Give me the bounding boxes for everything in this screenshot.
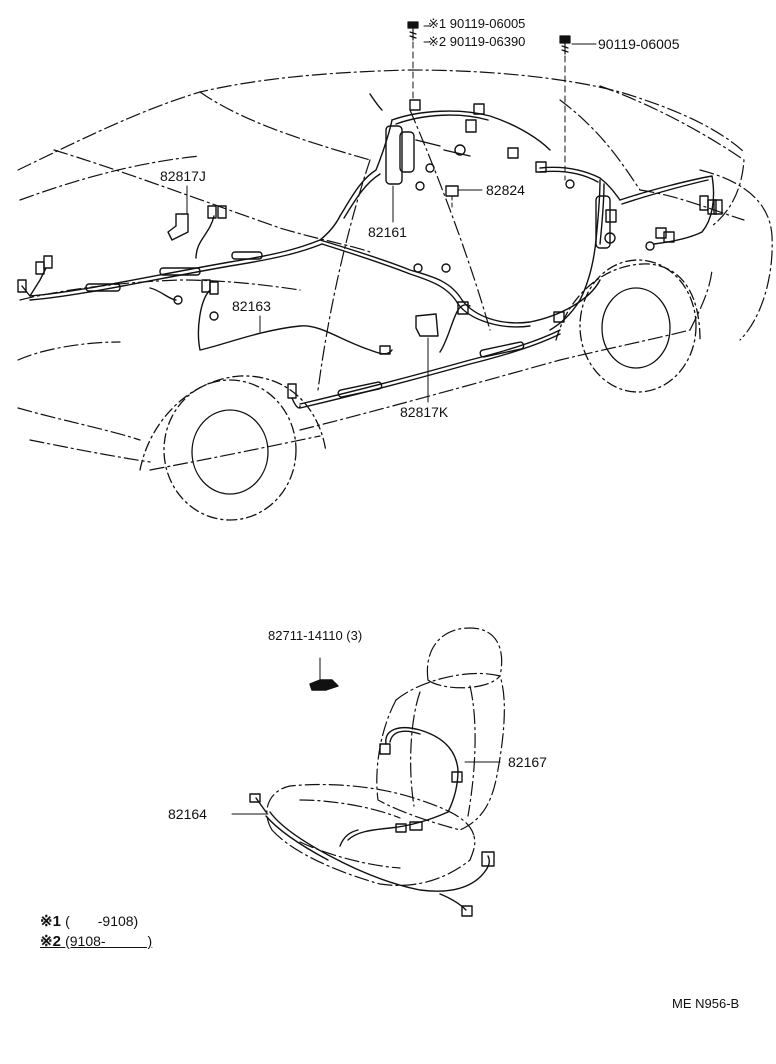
note-2-range: (9108- ) xyxy=(65,933,153,949)
note-2-mark: ※2 xyxy=(40,933,61,950)
note-1: ※1 ( -9108) xyxy=(40,912,138,931)
note-2: ※2 (9108- ) xyxy=(40,932,152,951)
note-1-mark: ※1 xyxy=(40,913,61,930)
label-82161: 82161 xyxy=(368,224,407,240)
label-bolt-note2: ※2 90119-06390 xyxy=(428,34,526,49)
note-1-range: ( -9108) xyxy=(65,913,139,929)
bracket-82817K xyxy=(415,313,439,337)
label-clip-82711: 82711-14110 (3) xyxy=(268,628,363,643)
label-82167: 82167 xyxy=(508,754,547,770)
label-82164: 82164 xyxy=(168,806,207,822)
label-bolt-note1: ※1 90119-06005 xyxy=(428,16,526,31)
front-wheel xyxy=(139,375,327,521)
seat-outline xyxy=(266,627,505,886)
seat-harness xyxy=(249,679,495,917)
bolt-icons xyxy=(407,21,571,55)
label-82824: 82824 xyxy=(486,182,525,198)
roof-pillar-harness xyxy=(339,93,723,331)
label-82163: 82163 xyxy=(232,298,271,314)
label-82817J: 82817J xyxy=(160,168,206,184)
bracket-82817J xyxy=(167,213,189,241)
label-82817K: 82817K xyxy=(400,404,449,420)
floor-harness xyxy=(17,205,601,409)
clip-82711 xyxy=(309,679,339,691)
label-bolt-right: 90119-06005 xyxy=(598,36,680,52)
reference-code: ME N956-B xyxy=(672,996,740,1011)
car-body-outline xyxy=(17,69,773,471)
clip-82824 xyxy=(445,185,459,197)
leader-lines xyxy=(186,25,597,815)
rear-wheel xyxy=(555,259,701,393)
